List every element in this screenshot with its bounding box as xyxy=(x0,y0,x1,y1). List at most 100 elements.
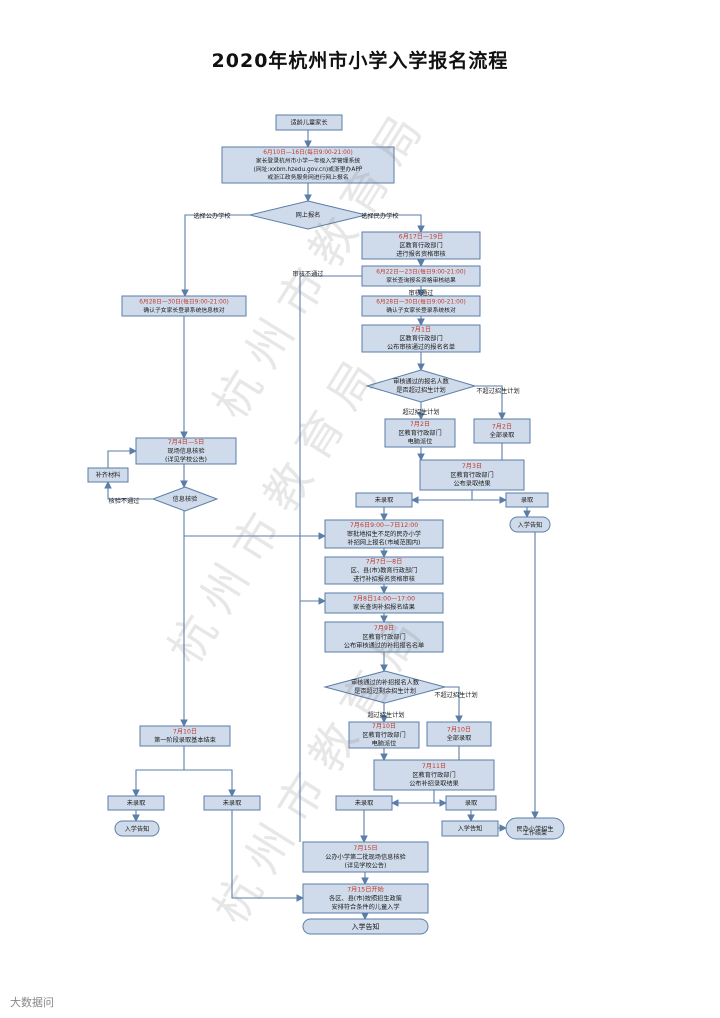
pb-stage1-box xyxy=(139,725,231,747)
supp-result-box xyxy=(373,759,495,791)
label-review_fail: 审核不通过 xyxy=(293,270,324,278)
label-pv_verify_text: 确认子女家长登录系统核对 xyxy=(386,306,456,314)
flow-edge xyxy=(475,385,506,421)
label-admit_notice: 入学告知 xyxy=(518,521,543,529)
label-supp_all_date: 7月10日 xyxy=(447,726,471,733)
flow-edge xyxy=(410,490,473,504)
label-final_notice: 入学告知 xyxy=(352,922,380,931)
final-arrange-box xyxy=(302,883,429,914)
label-pv_list_1: 区教育行政部门 xyxy=(399,334,442,342)
pb-admit-notice-oval xyxy=(114,820,160,837)
label-pv_result_2: 公布录取结果 xyxy=(453,480,490,488)
flow-edge xyxy=(366,214,425,234)
label-pb_onsite_date: 7月4日—5日 xyxy=(168,439,205,446)
label-supp_signup_1: 审批地招生不足的民办小学 xyxy=(347,530,421,538)
label-supp_over_1: 审核通过的补招报名人数 xyxy=(351,679,420,687)
pb-not-admitted-box xyxy=(107,795,165,811)
label-online_url: (网址:xxbm.hzedu.gov.cn)或浙里办APP xyxy=(254,165,363,173)
label-pv_verify_date: 6月28日—30日(每日9:00-21:00) xyxy=(376,297,466,305)
label-pv_review_2: 进行报名资格审核 xyxy=(396,250,446,258)
pv-lottery-box xyxy=(384,418,456,448)
supp-lottery-box xyxy=(348,721,420,749)
label-online_text: 家长登录杭州市小学一年级入学管理系统 xyxy=(256,156,361,164)
label-private_end_1: 民办小学招生 xyxy=(516,825,553,833)
supp-query-box xyxy=(324,592,444,614)
flow-edge xyxy=(104,480,153,500)
label-supp_list_date: 7月9日 xyxy=(374,625,394,632)
label-supp_query_text: 家长查询补招报名结果 xyxy=(353,603,415,611)
label-admit_notice: 入学告知 xyxy=(458,824,483,832)
label-not_admitted: 未录取 xyxy=(223,799,242,807)
label-pv_query_date: 6月22日—23日(每日9:00-21:00) xyxy=(376,267,466,275)
label-pv_query_text: 家长查询报名资格审核结果 xyxy=(386,276,456,284)
flow-edge xyxy=(181,214,250,298)
label-over_plan_2: 是否超过招生计划 xyxy=(396,386,446,394)
label-supp_lottery_1: 区教育行政部门 xyxy=(362,731,405,739)
pv-list-box xyxy=(361,324,481,353)
label-final_2: 安排符合条件的儿童入学 xyxy=(331,903,399,911)
label-admit_notice: 入学告知 xyxy=(125,825,150,833)
label-supp_result_1: 区教育行政部门 xyxy=(412,771,455,779)
label-net_signup: 网上报名 xyxy=(296,211,321,219)
label-pb2_text_2: (详见学校公告) xyxy=(345,862,387,870)
label-not_over: 不超过招生计划 xyxy=(476,387,519,395)
label-not_admitted: 未录取 xyxy=(375,496,394,504)
start-box xyxy=(275,114,343,131)
label-stage1_date: 7月10日 xyxy=(173,728,197,735)
label-final_1: 各区、县(市)按照招生政策 xyxy=(329,894,402,902)
label-lottery_1: 区教育行政部门 xyxy=(398,429,441,437)
label-start: 适龄儿童家长 xyxy=(290,118,327,126)
label-pb_verify_text: 确认子女家长登录系统信息核对 xyxy=(143,306,224,314)
label-pv_result_date: 7月3日 xyxy=(462,463,482,470)
label-supp_not_over: 不超过招生计划 xyxy=(434,691,477,699)
label-pb2_date: 7月15日 xyxy=(353,845,377,852)
pv-admit-notice-oval xyxy=(509,516,551,533)
supp-admitted-box xyxy=(445,795,497,811)
pv-review-box xyxy=(361,231,481,260)
label-pb_onsite_2: (详见学校公告) xyxy=(165,456,207,464)
label-over: 超过招生计划 xyxy=(402,408,439,416)
label-supp_result_2: 公布补招录取结果 xyxy=(409,780,459,788)
label-pv_result_1: 区教育行政部门 xyxy=(450,471,493,479)
label-supp_review_1: 区、县(市)教育行政部门 xyxy=(351,566,418,574)
label-info_check: 信息核验 xyxy=(173,495,199,503)
label-all_admit: 全部录取 xyxy=(490,431,515,439)
label-supp_result_date: 7月11日 xyxy=(422,763,446,770)
label-admitted: 录取 xyxy=(521,496,533,504)
final-notice-oval xyxy=(302,918,429,935)
pv-all-admit-box xyxy=(473,418,531,444)
supp-over-plan-diamond xyxy=(323,670,447,704)
label-supp_lottery_date: 7月10日 xyxy=(372,723,396,730)
pv-admitted-box xyxy=(505,492,549,508)
flow-edge xyxy=(231,810,305,902)
label-supp_list_1: 区教育行政部门 xyxy=(362,633,405,641)
supp-not-admitted-box xyxy=(335,795,393,811)
flow-edge xyxy=(107,447,138,468)
pv-result-box xyxy=(419,459,525,491)
pv-query-box xyxy=(361,265,481,287)
supp-list-box xyxy=(324,621,444,653)
pb-supplement-box xyxy=(87,467,129,483)
label-final_date: 7月15日开始 xyxy=(347,886,384,894)
flow-edge xyxy=(299,275,362,842)
label-pv_review_1: 区教育行政部门 xyxy=(399,241,442,249)
label-choose_private: 选择民办学校 xyxy=(361,212,398,220)
supp-admit-notice-box xyxy=(441,820,499,837)
label-supp_signup_date: 7月6日9:00—7日12:00 xyxy=(350,522,418,529)
pb-verify-box xyxy=(121,295,247,317)
label-supp_signup_2: 补招网上报名(市域范围内) xyxy=(348,539,421,547)
net-signup-diamond xyxy=(249,200,367,230)
supp-review-box xyxy=(324,556,444,585)
label-pv_list_2: 公布审核通过的报名名单 xyxy=(387,343,455,351)
label-pb2_text_1: 公办小学第二批现场信息核验 xyxy=(325,853,406,861)
flow-edges xyxy=(104,130,539,921)
label-not_admitted: 未录取 xyxy=(127,799,146,807)
label-over_plan_1: 审核通过的报名人数 xyxy=(393,378,449,386)
label-supp_list_2: 公布审核通过的补招报名名单 xyxy=(344,642,424,650)
label-supp_over_2: 是否超过剩余招生计划 xyxy=(354,687,416,695)
label-supp_review_date: 7月7日—8日 xyxy=(366,559,403,566)
label-stage1_text: 第一阶段录取基本结束 xyxy=(154,736,216,744)
flow-edge xyxy=(445,686,463,724)
pb-onsite-box xyxy=(135,437,237,465)
